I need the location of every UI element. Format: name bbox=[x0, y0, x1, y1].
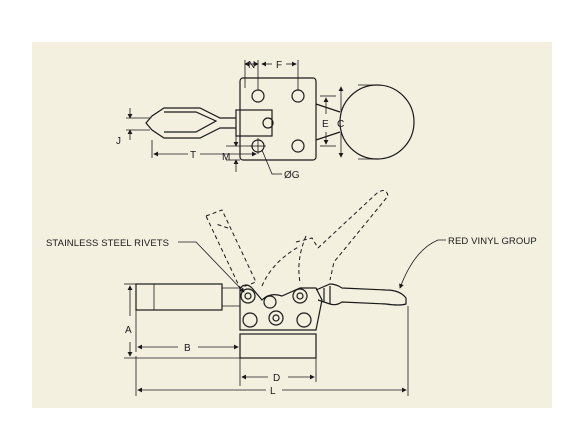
dim-d-label: D bbox=[273, 373, 280, 384]
dim-m-label: M bbox=[222, 152, 230, 163]
dim-t-label: T bbox=[190, 150, 196, 161]
dim-j-label: J bbox=[116, 136, 121, 147]
dim-e-label: E bbox=[322, 119, 329, 130]
dim-a-label: A bbox=[125, 325, 132, 336]
grip-callout: RED VINYL GROUP bbox=[448, 236, 537, 247]
side-view bbox=[124, 190, 446, 396]
dim-f-label: F bbox=[276, 60, 282, 71]
dim-c-label: C bbox=[337, 119, 344, 130]
dim-g-label: ØG bbox=[284, 170, 300, 181]
dim-b-label: B bbox=[184, 343, 191, 354]
dim-n-label: N bbox=[248, 60, 255, 71]
top-view bbox=[126, 60, 415, 175]
rivets-callout: STAINLESS STEEL RIVETS bbox=[46, 238, 169, 249]
dim-l-label: L bbox=[270, 386, 276, 397]
drawing-panel bbox=[32, 42, 552, 408]
